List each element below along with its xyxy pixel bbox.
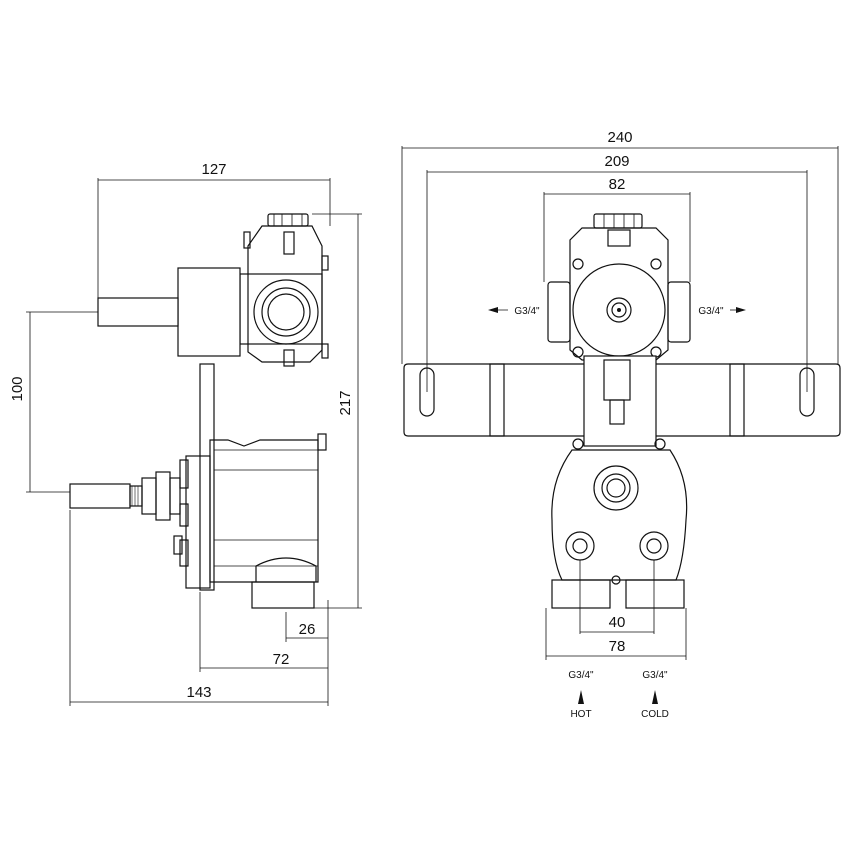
front-stem: [572, 355, 666, 450]
front-outlet-arrows: [488, 307, 746, 313]
side-view: 127 217 100 26 72 143: [9, 161, 362, 706]
label-outlet-left-thread: G3/4": [514, 306, 540, 317]
dim-front-inlet-spacing: 40: [609, 614, 626, 631]
dim-side-handle-spacing: 100: [9, 376, 26, 401]
side-lower-body: [173, 433, 327, 609]
front-bracket: [403, 363, 841, 437]
side-upper-body: [239, 213, 329, 367]
dim-front-slot-spacing: 209: [604, 153, 629, 170]
front-view: G3/4" G3/4" 240 209 82 4: [401, 129, 841, 720]
label-outlet-right-thread: G3/4": [698, 306, 724, 317]
dim-side-height: 217: [337, 390, 354, 415]
side-mounting-plate: [199, 363, 215, 591]
dim-front-bracket-width: 240: [607, 129, 632, 146]
side-dimension-lines: [26, 178, 362, 706]
dim-front-base-width: 78: [609, 638, 626, 655]
label-inlet-hot-thread: G3/4": [568, 670, 594, 681]
label-cold: COLD: [641, 709, 669, 720]
label-inlet-cold-thread: G3/4": [642, 670, 668, 681]
dim-side-total-depth: 143: [186, 684, 211, 701]
dim-side-outlet-offset: 26: [299, 621, 316, 638]
side-upper-handle: [97, 267, 241, 357]
dim-front-body-width: 82: [609, 176, 626, 193]
dim-side-body-depth: 72: [273, 651, 290, 668]
inlet-labels: [578, 690, 658, 704]
side-lower-handle: [69, 471, 181, 521]
front-dimension-lines: [401, 146, 839, 660]
front-upper-body: [547, 213, 691, 361]
label-hot: HOT: [570, 709, 591, 720]
front-lower-body: [551, 449, 688, 609]
dim-side-handle-depth: 127: [201, 161, 226, 178]
